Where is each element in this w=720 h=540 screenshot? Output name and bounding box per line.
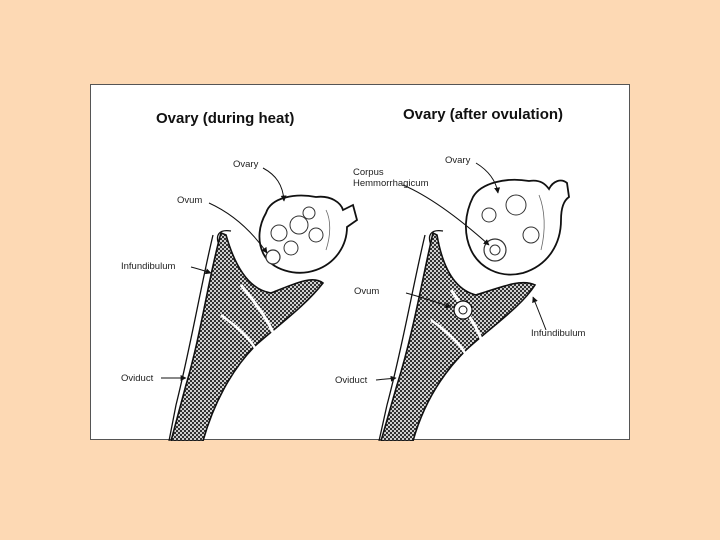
right-label-oviduct: Oviduct <box>335 375 368 386</box>
right-ovary <box>465 178 570 276</box>
right-label-hemmorrhagicum: Hemmorrhagicum <box>353 178 429 189</box>
left-label-ovary: Ovary <box>233 159 259 170</box>
left-ovary <box>258 194 359 274</box>
right-panel-title: Ovary (after ovulation) <box>403 106 564 123</box>
right-label-ovary: Ovary <box>445 155 471 166</box>
left-panel-title: Ovary (during heat) <box>156 110 295 127</box>
left-label-infundibulum: Infundibulum <box>121 261 176 272</box>
left-oviduct <box>168 229 325 441</box>
right-label-infundibulum: Infundibulum <box>531 328 586 339</box>
diagram-frame: Ovary (during heat) Ovary (after ovulati… <box>90 84 630 441</box>
right-arrows <box>375 162 547 382</box>
right-label-ovum: Ovum <box>354 286 380 297</box>
left-arrows <box>160 167 287 381</box>
right-label-corpus: Corpus <box>353 167 384 178</box>
left-label-ovum: Ovum <box>177 195 203 206</box>
right-oviduct <box>378 229 537 441</box>
ovary-diagram <box>160 162 570 441</box>
left-label-oviduct: Oviduct <box>121 373 154 384</box>
